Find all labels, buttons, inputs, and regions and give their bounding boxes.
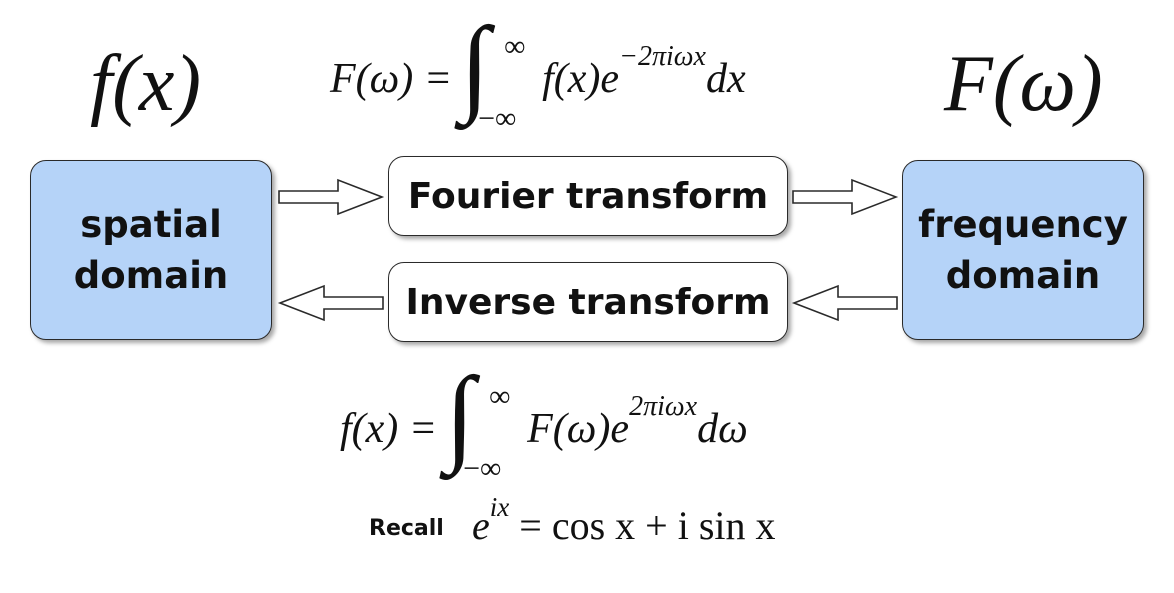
recall-label: Recall bbox=[369, 516, 444, 541]
spatial-domain-box: spatial domain bbox=[30, 160, 272, 340]
euler-rhs: = cos x + i sin x bbox=[519, 503, 776, 548]
euler-exponent: ix bbox=[489, 492, 510, 522]
euler-base: e bbox=[472, 503, 490, 548]
frequency-domain-line2: domain bbox=[945, 254, 1101, 297]
forward-lhs: F(ω) = bbox=[330, 56, 453, 102]
arrow-frequency-to-inverse-icon bbox=[791, 284, 898, 322]
inverse-lower-limit: −∞ bbox=[463, 452, 502, 485]
arrow-spatial-to-fourier-icon bbox=[278, 178, 385, 216]
arrow-inverse-to-spatial-icon bbox=[277, 284, 384, 322]
frequency-function-label: F(ω) bbox=[944, 40, 1103, 128]
forward-integral-sign: ∫ ∞ −∞ bbox=[460, 6, 526, 136]
inverse-exponent: 2πiωx bbox=[629, 391, 698, 422]
spatial-function-label: f(x) bbox=[90, 40, 202, 128]
inverse-differential: dω bbox=[697, 406, 748, 452]
inverse-integrand: F(ω)e bbox=[527, 406, 630, 452]
inverse-lhs: f(x) = bbox=[340, 406, 438, 452]
forward-transform-equation: F(ω) = ∫ ∞ −∞ f(x)e−2πiωx dx bbox=[330, 6, 746, 136]
inverse-integral-sign: ∫ ∞ −∞ bbox=[445, 356, 511, 486]
spatial-domain-line1: spatial bbox=[80, 202, 222, 246]
frequency-domain-box: frequency domain bbox=[902, 160, 1144, 340]
forward-lower-limit: −∞ bbox=[478, 102, 517, 135]
fourier-transform-box: Fourier transform bbox=[388, 156, 788, 236]
fourier-transform-label: Fourier transform bbox=[407, 175, 769, 217]
frequency-domain-line1: frequency bbox=[918, 202, 1128, 246]
forward-differential: dx bbox=[705, 56, 746, 102]
arrow-fourier-to-frequency-icon bbox=[792, 178, 899, 216]
inverse-transform-label: Inverse transform bbox=[405, 281, 771, 323]
forward-exponent: −2πiωx bbox=[619, 41, 706, 72]
forward-integrand: f(x)e bbox=[542, 56, 620, 102]
inverse-transform-box: Inverse transform bbox=[388, 262, 788, 342]
spatial-domain-line2: domain bbox=[73, 254, 229, 297]
inverse-upper-limit: ∞ bbox=[489, 380, 511, 413]
forward-upper-limit: ∞ bbox=[504, 30, 526, 63]
